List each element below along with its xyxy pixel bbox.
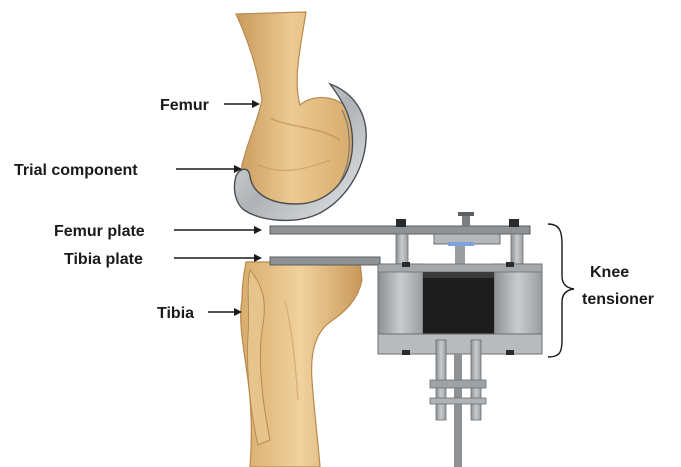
tibia-label: Tibia bbox=[157, 305, 194, 322]
tibia-arrow bbox=[208, 308, 242, 316]
tibia-plate-arrow bbox=[174, 254, 262, 262]
trial-component-arrow bbox=[176, 165, 242, 173]
tibia-plate-label: Tibia plate bbox=[64, 251, 143, 268]
femur-plate bbox=[270, 226, 530, 234]
trial-component-label: Trial component bbox=[14, 162, 138, 179]
femur-arrow bbox=[224, 100, 260, 108]
tibia-bone bbox=[241, 262, 362, 467]
tibia-plate bbox=[270, 257, 380, 265]
femur-plate-label: Femur plate bbox=[54, 223, 145, 240]
knee-tensioner-label-line1: Knee bbox=[590, 264, 629, 281]
femur-label: Femur bbox=[160, 97, 209, 114]
femur-plate-arrow bbox=[174, 226, 262, 234]
tensioner-brace bbox=[548, 224, 574, 357]
motor-block bbox=[423, 272, 494, 334]
knee-tensioner-label-line2: tensioner bbox=[582, 291, 654, 308]
femur-bone bbox=[236, 12, 359, 207]
